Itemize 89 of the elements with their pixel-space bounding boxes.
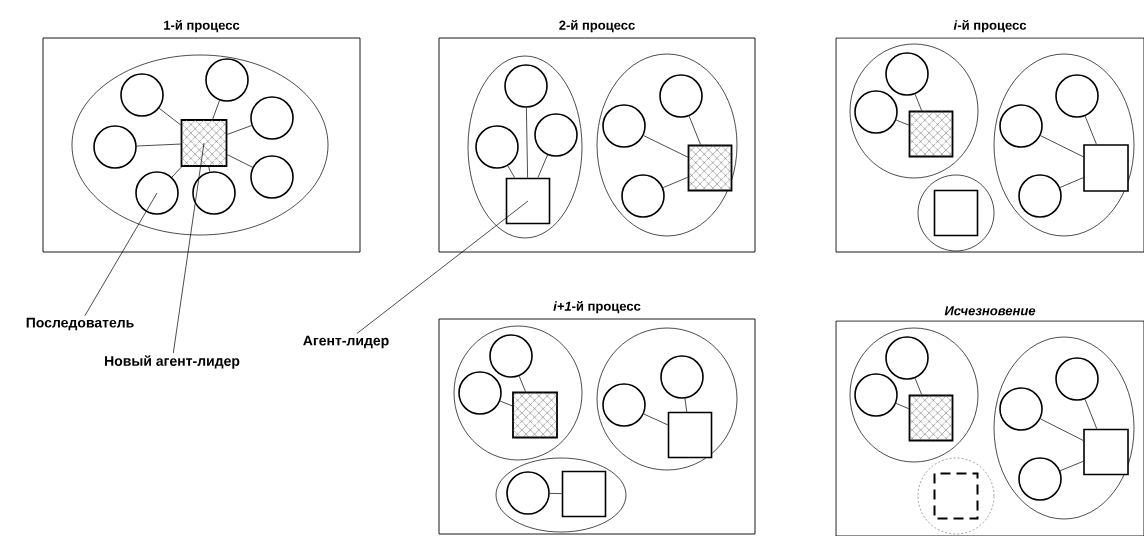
- link-line: [549, 493, 563, 494]
- callout-label: Агент-лидер: [303, 335, 389, 349]
- leader-square: [1083, 144, 1129, 192]
- link-line: [1059, 460, 1084, 472]
- group-ellipse: [849, 327, 979, 463]
- group-ellipse: [596, 327, 738, 471]
- group-ellipse: [993, 53, 1135, 237]
- link-line: [1040, 418, 1084, 441]
- group-ellipse: [596, 53, 738, 237]
- link-line: [895, 403, 909, 409]
- agent-circle: [602, 104, 646, 148]
- link-line: [914, 93, 922, 111]
- agent-circle: [1018, 457, 1062, 501]
- node-label: i-й процесс: [953, 19, 1027, 33]
- link-line: [537, 154, 548, 179]
- callout-label: Новый агент-лидер: [105, 355, 240, 369]
- agent-circle: [660, 355, 704, 399]
- leader-line: [356, 200, 529, 334]
- agent-circle: [999, 387, 1043, 431]
- link-line: [507, 165, 515, 179]
- link-line: [1084, 115, 1097, 145]
- leader-line: [172, 142, 205, 354]
- link-line: [136, 143, 181, 147]
- agent-circle: [621, 174, 665, 218]
- link-line: [1059, 177, 1084, 188]
- link-line: [518, 375, 526, 392]
- agent-circle: [854, 90, 898, 134]
- agent-circle: [1055, 357, 1099, 401]
- agent-circle: [135, 171, 179, 215]
- group-ellipse: [467, 55, 583, 239]
- agent-circle: [885, 52, 929, 96]
- process-panel: 1-й процесс: [42, 20, 361, 253]
- agent-circle: [504, 64, 548, 108]
- node-label: 1-й процесс: [164, 19, 240, 33]
- agent-circle: [534, 113, 578, 157]
- link-line: [895, 119, 909, 126]
- link-line: [643, 135, 688, 158]
- node-label: Исчезновение: [944, 306, 1036, 316]
- agent-circle: [192, 171, 236, 215]
- node-label: 2-й процесс: [559, 19, 635, 33]
- agent-circle: [93, 125, 137, 169]
- vanished-group-circle: [917, 457, 995, 535]
- link-line: [1084, 398, 1098, 430]
- link-line: [171, 166, 182, 178]
- group-ellipse: [495, 457, 627, 533]
- agent-circle: [659, 74, 703, 118]
- leader-line: [84, 192, 158, 316]
- agent-circle: [120, 73, 164, 117]
- process-panel: 2-й процесс: [438, 20, 756, 253]
- agent-circle: [489, 334, 533, 378]
- leader-square: [561, 470, 607, 518]
- group-ellipse: [993, 336, 1135, 520]
- agent-circle: [1018, 174, 1062, 218]
- leader-square: [933, 189, 979, 237]
- link-line: [643, 413, 669, 426]
- agent-circle: [475, 125, 519, 169]
- link-line: [227, 125, 252, 135]
- agent-circle: [458, 371, 502, 415]
- agent-circle: [1055, 74, 1099, 118]
- vanished-leader-square: [933, 472, 979, 520]
- leader-square: [667, 411, 713, 459]
- agent-circle: [250, 155, 294, 199]
- link-line: [208, 166, 211, 172]
- group-ellipse: [71, 54, 329, 236]
- group-ellipse: [453, 325, 583, 461]
- link-line: [684, 398, 688, 413]
- link-line: [526, 107, 528, 179]
- link-line: [227, 154, 253, 168]
- link-line: [1040, 135, 1084, 158]
- agent-circle: [885, 336, 929, 380]
- process-panel: i+1-й процесс: [438, 301, 756, 535]
- agent-circle: [506, 471, 550, 515]
- link-line: [662, 177, 688, 188]
- agent-circle: [205, 58, 249, 102]
- link-line: [499, 400, 513, 407]
- link-line: [914, 377, 922, 395]
- link-line: [212, 100, 220, 120]
- agent-circle: [999, 104, 1043, 148]
- link-line: [158, 108, 181, 126]
- agent-circle: [602, 383, 646, 427]
- agent-circle: [250, 96, 294, 140]
- link-line: [688, 115, 701, 145]
- group-ellipse: [849, 43, 979, 179]
- leader-square: [1083, 428, 1129, 476]
- agent-circle: [854, 373, 898, 417]
- callout-label: Последователь: [26, 317, 134, 331]
- group-ellipse: [917, 174, 995, 252]
- node-label: i+1-й процесс: [553, 300, 641, 314]
- leader-square: [505, 177, 551, 225]
